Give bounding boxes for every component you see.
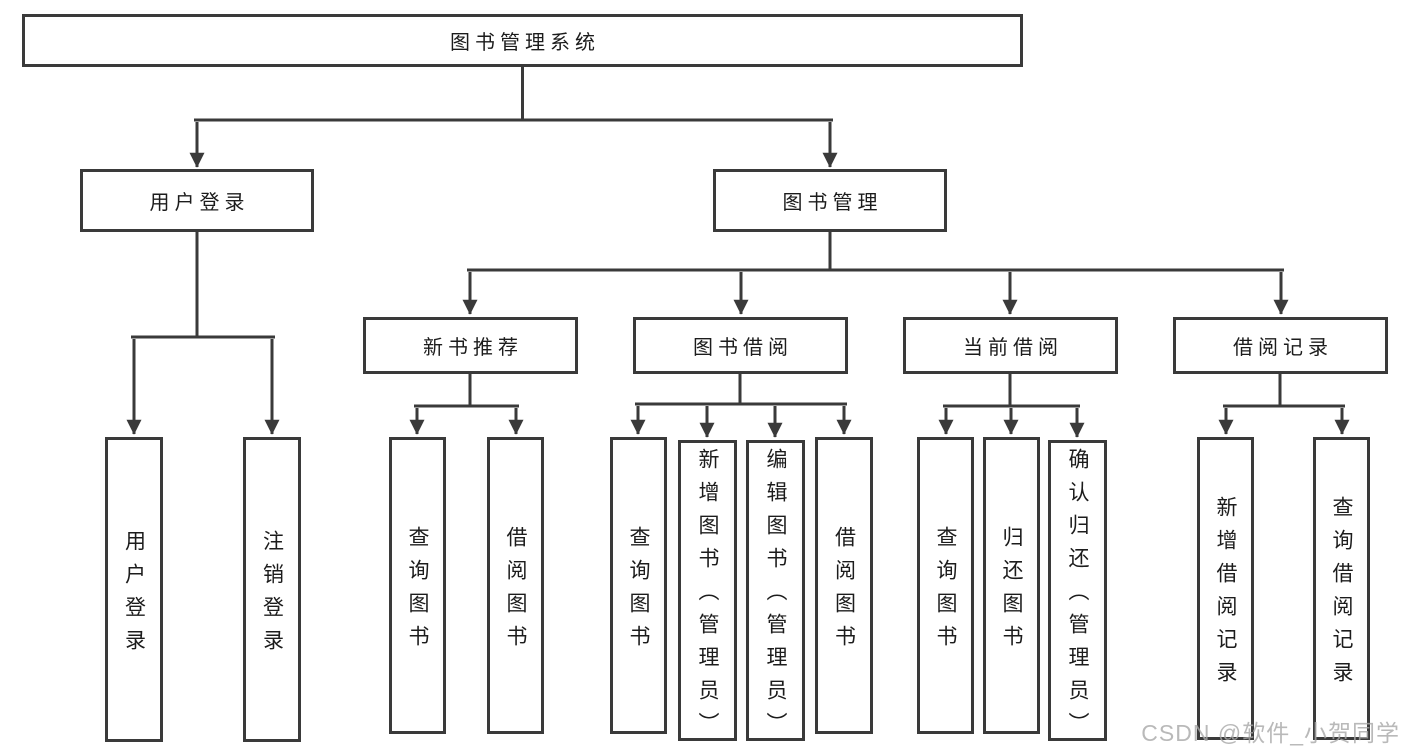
leaf-query-books-borrowing: 查询图书 [610,437,667,734]
node-new-book-recommendation: 新书推荐 [363,317,578,374]
node-label: 确认归还（管理员） [1066,448,1089,745]
node-label: 新增借阅记录 [1214,495,1237,694]
node-label: 图书借阅 [693,337,793,359]
node-label: 用户登录 [122,529,146,662]
leaf-query-books-recommend: 查询图书 [389,437,446,734]
node-current-borrowing: 当前借阅 [903,317,1118,374]
node-label: 查询图书 [934,525,957,658]
node-label: 图书管理 [782,192,883,214]
node-label: 查询借阅记录 [1330,495,1353,694]
leaf-query-books-current: 查询图书 [917,437,974,734]
node-user-login: 用户登录 [80,169,314,232]
node-borrowing-records: 借阅记录 [1173,317,1388,374]
leaf-query-borrow-record: 查询借阅记录 [1313,437,1370,740]
node-book-management: 图书管理 [713,169,947,232]
node-label: 查询图书 [627,525,650,658]
leaf-borrow-books-borrowing: 借阅图书 [815,437,873,734]
node-label: 归还图书 [1000,525,1023,658]
leaf-user-login: 用户登录 [105,437,163,742]
node-label: 编辑图书（管理员） [764,448,787,745]
node-label: 新书推荐 [423,337,523,359]
leaf-add-books-admin: 新增图书（管理员） [678,440,737,745]
node-label: 借阅图书 [504,525,527,658]
leaf-borrow-books-recommend: 借阅图书 [487,437,544,734]
leaf-edit-books-admin: 编辑图书（管理员） [746,440,805,745]
node-book-borrowing: 图书借阅 [633,317,848,374]
node-label: 图书管理系统 [450,32,600,54]
node-label: 注销登录 [260,529,284,662]
leaf-confirm-return-admin: 确认归还（管理员） [1048,440,1107,745]
node-label: 查询图书 [406,525,429,658]
node-label: 新增图书（管理员） [696,448,719,745]
node-label: 借阅记录 [1233,337,1333,359]
node-label: 借阅图书 [832,525,856,658]
node-library-management-system: 图书管理系统 [22,14,1023,67]
leaf-return-books: 归还图书 [983,437,1040,734]
leaf-logout-login: 注销登录 [243,437,301,742]
leaf-add-borrow-record: 新增借阅记录 [1197,437,1254,740]
watermark-text: CSDN @软件_小贺同学 [1141,720,1400,746]
node-label: 当前借阅 [963,337,1063,359]
node-label: 用户登录 [149,192,250,214]
